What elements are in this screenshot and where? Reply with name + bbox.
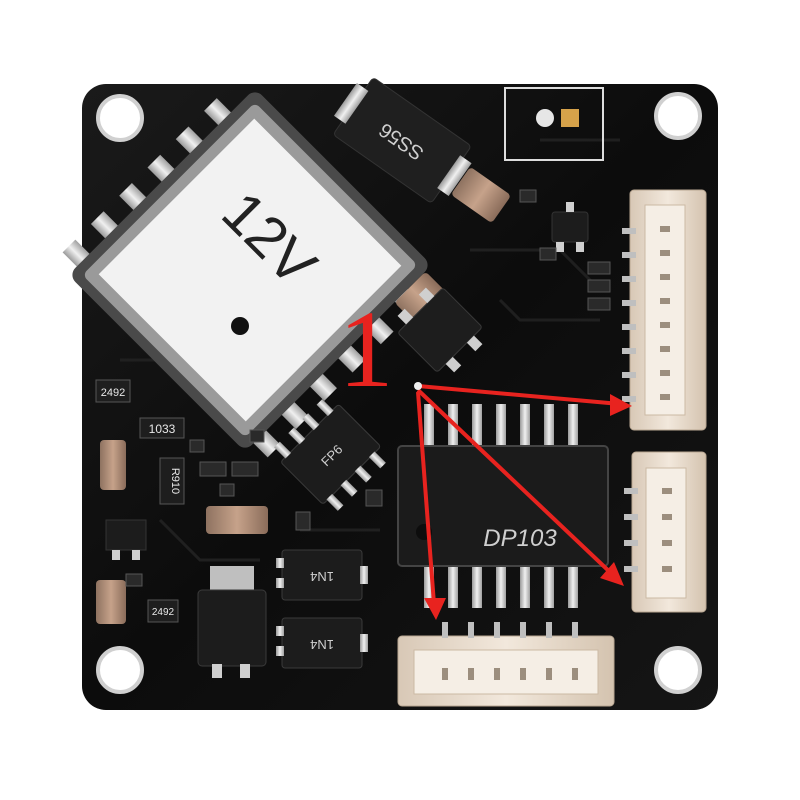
svg-text:R910: R910 xyxy=(169,468,181,494)
svg-text:2492: 2492 xyxy=(152,607,175,618)
mounting-hole-bottom-left xyxy=(96,646,144,694)
polarity-dot xyxy=(231,317,249,335)
resistor-r910: R910 xyxy=(159,457,185,505)
mosfet-1n4-b: 1N4 xyxy=(276,617,368,669)
annotation-number: 1 xyxy=(339,288,394,410)
mounting-hole-top-right xyxy=(654,92,702,140)
smd-components xyxy=(125,429,383,587)
transformer-label xyxy=(98,118,402,422)
main-chip-dp103: DP103 xyxy=(397,404,609,608)
resistor-1033: 1033 xyxy=(139,417,185,439)
svg-text:1N4: 1N4 xyxy=(310,637,334,652)
annotation-origin-dot xyxy=(414,382,422,390)
smd-resistor-array xyxy=(519,189,611,311)
svg-text:2492: 2492 xyxy=(101,387,125,399)
capacitor xyxy=(100,440,126,490)
resistor-2492-bottom: 2492 xyxy=(147,599,179,623)
capacitor xyxy=(206,506,268,534)
resistor-2492-top: 2492 xyxy=(95,379,131,403)
power-mosfet xyxy=(197,566,267,678)
connector-bottom xyxy=(397,622,615,707)
transformer xyxy=(62,92,428,458)
mounting-hole-top-left xyxy=(96,94,144,142)
svg-text:1033: 1033 xyxy=(149,422,176,436)
capacitor xyxy=(452,168,510,222)
connector-right-bottom xyxy=(624,451,707,613)
capacitor xyxy=(396,273,448,325)
diode-ss56: SS56 xyxy=(333,78,472,203)
mosfet-1n4-a: 1N4 xyxy=(276,549,368,601)
jumper-pads xyxy=(504,87,604,161)
regulator-ic xyxy=(397,287,483,373)
connector-right-top xyxy=(622,189,707,431)
transistor-sot xyxy=(551,202,589,252)
annotation-arrows xyxy=(416,384,632,620)
svg-text:1N4: 1N4 xyxy=(310,569,334,584)
mounting-hole-bottom-right xyxy=(654,646,702,694)
main-chip-label: DP103 xyxy=(483,525,557,552)
capacitor xyxy=(96,580,126,624)
ic-8pin: FP6 xyxy=(274,399,386,511)
transistor-sot xyxy=(105,519,147,560)
